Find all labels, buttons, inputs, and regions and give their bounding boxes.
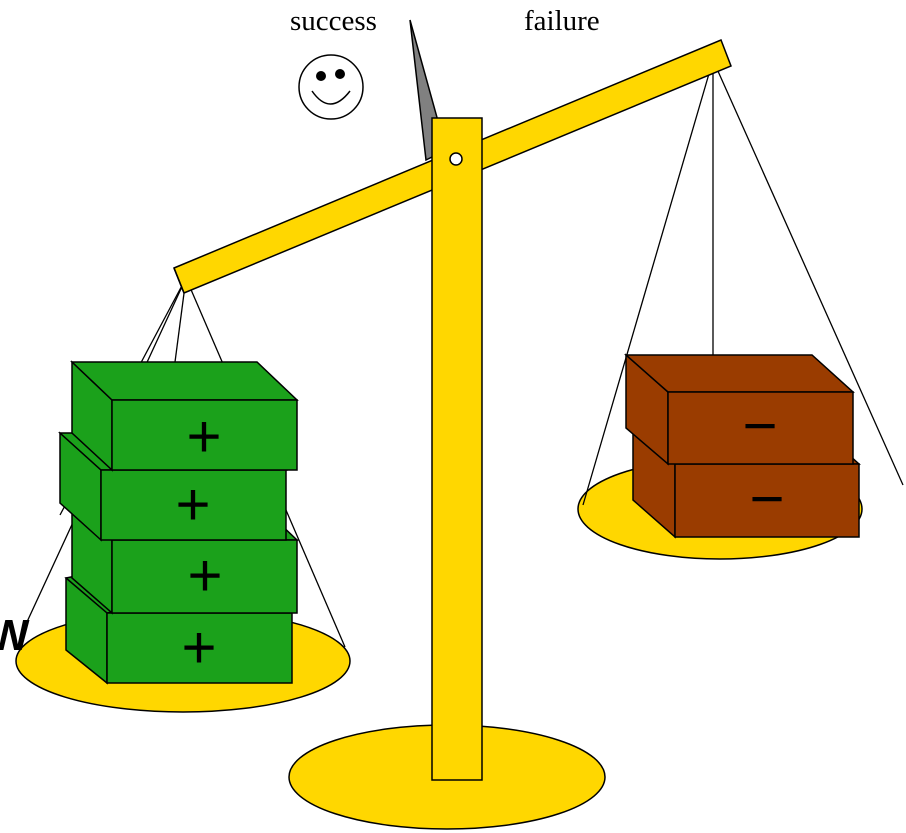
failure-label: failure bbox=[524, 5, 600, 37]
minus-box: − bbox=[624, 353, 855, 466]
plus-box: + bbox=[70, 360, 299, 472]
plus-symbol: + bbox=[187, 542, 222, 609]
plus-symbol: + bbox=[181, 614, 216, 681]
left-box-stack: + + + + bbox=[58, 360, 299, 685]
cropped-text-fragment: W bbox=[0, 611, 30, 660]
right-box-stack: − − bbox=[624, 353, 861, 539]
plus-symbol: + bbox=[186, 403, 221, 470]
smiley-face-icon bbox=[298, 54, 364, 120]
pivot-icon bbox=[449, 152, 463, 166]
scale-pillar bbox=[431, 117, 483, 781]
minus-symbol: − bbox=[742, 392, 777, 459]
plus-symbol: + bbox=[175, 471, 210, 538]
right-pan-strings bbox=[582, 59, 904, 506]
success-label: success bbox=[290, 5, 377, 37]
minus-symbol: − bbox=[749, 465, 784, 532]
